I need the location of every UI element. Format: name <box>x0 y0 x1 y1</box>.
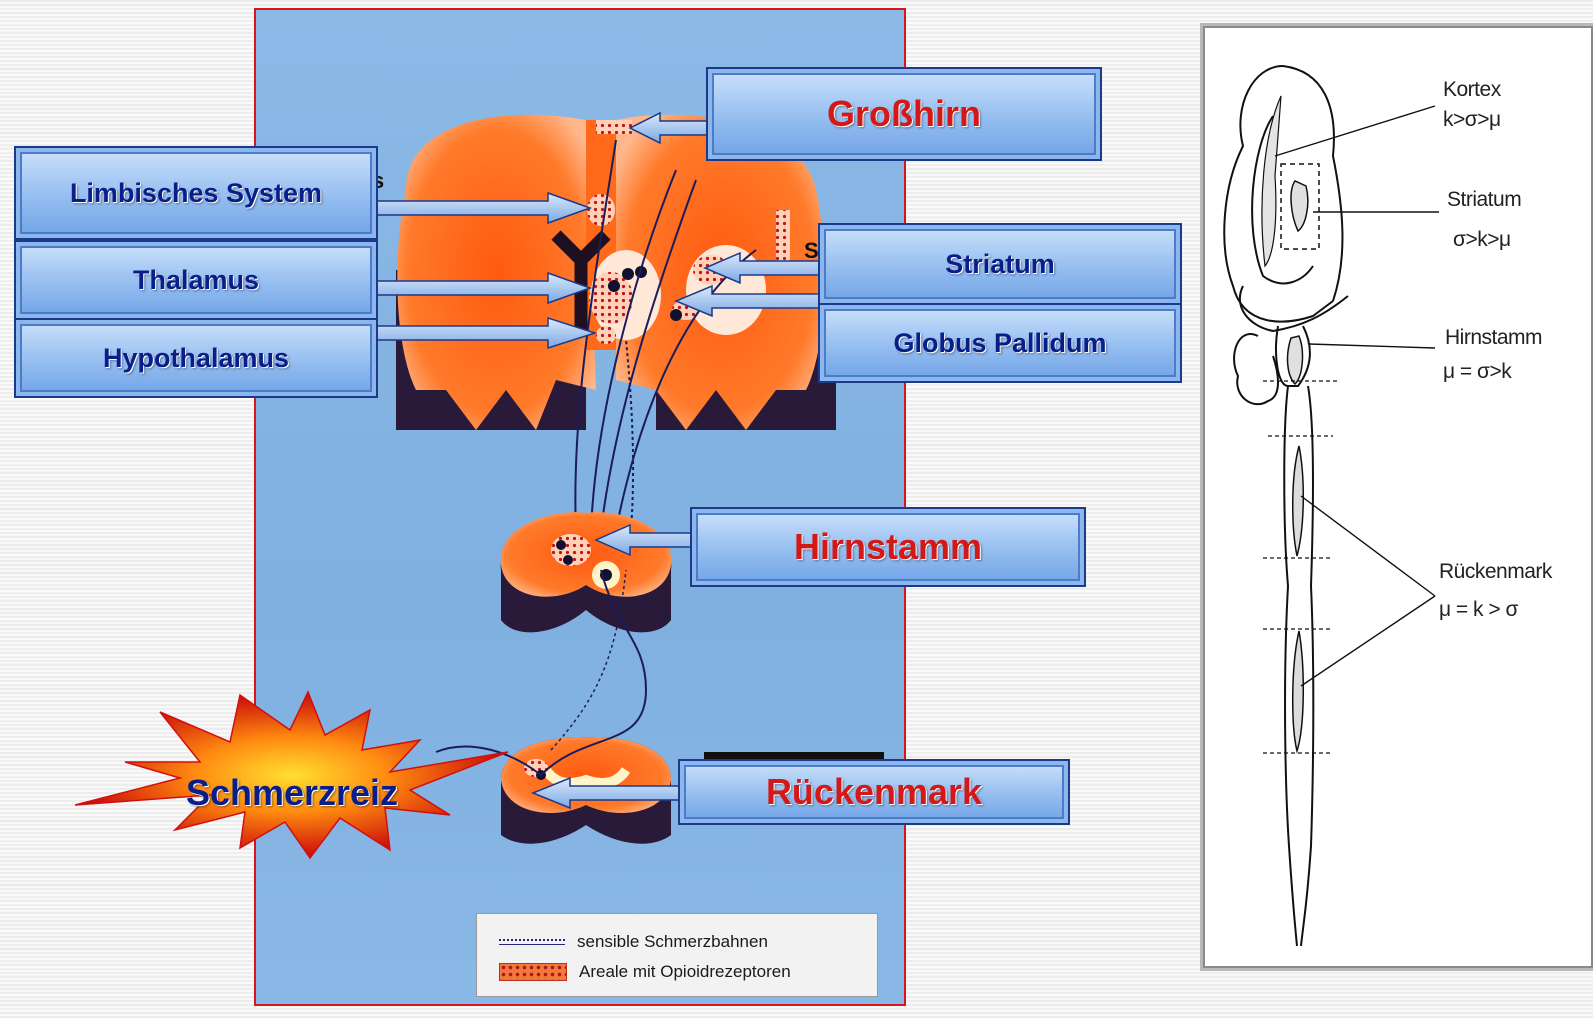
legend: sensible Schmerzbahnen Areale mit Opioid… <box>476 913 878 997</box>
rp-kortex: Kortex <box>1443 78 1501 102</box>
photo-letter-s-right: S <box>804 238 819 263</box>
brainstem-section <box>501 512 672 632</box>
legend-item-receptors: Areale mit Opioidrezeptoren <box>499 962 791 982</box>
legend-label-receptors: Areale mit Opioidrezeptoren <box>579 962 791 982</box>
rp-hirnstamm-rel: μ = σ>k <box>1443 360 1511 384</box>
rp-rueckenmark-rel: μ = k > σ <box>1439 598 1518 622</box>
label-striatum: Striatum <box>945 249 1055 280</box>
rp-rueckenmark: Rückenmark <box>1439 560 1552 584</box>
box-limbisches-system: Limbisches System <box>14 146 378 240</box>
label-thalamus: Thalamus <box>133 265 259 296</box>
schmerzreiz-label: Schmerzreiz <box>162 772 422 814</box>
cerebrum-section <box>396 115 836 530</box>
box-hypothalamus: Hypothalamus <box>14 318 378 398</box>
box-hirnstamm: Hirnstamm <box>690 507 1086 587</box>
legend-item-pathways: sensible Schmerzbahnen <box>499 932 768 952</box>
rp-striatum: Striatum <box>1447 188 1521 212</box>
rp-hirnstamm: Hirnstamm <box>1445 326 1542 350</box>
box-rueckenmark: Rückenmark <box>678 759 1070 825</box>
label-globus-pallidum: Globus Pallidum <box>893 328 1106 359</box>
box-thalamus: Thalamus <box>14 240 378 320</box>
box-striatum: Striatum <box>818 223 1182 305</box>
legend-label-pathways: sensible Schmerzbahnen <box>577 932 768 952</box>
legend-line-swatch <box>499 939 565 945</box>
box-grosshirn: Großhirn <box>706 67 1102 161</box>
label-hypothalamus: Hypothalamus <box>103 343 289 374</box>
legend-dots-swatch <box>499 963 567 981</box>
label-hirnstamm: Hirnstamm <box>794 526 982 568</box>
label-grosshirn: Großhirn <box>827 93 981 135</box>
label-rueckenmark: Rückenmark <box>766 771 982 813</box>
rp-kortex-rel: k>σ>μ <box>1443 108 1501 132</box>
box-globus-pallidum: Globus Pallidum <box>818 303 1182 383</box>
receptor-distribution-panel: Kortex k>σ>μ Striatum σ>k>μ Hirnstamm μ … <box>1200 23 1593 971</box>
rp-striatum-rel: σ>k>μ <box>1453 228 1511 252</box>
cns-outline-drawing <box>1203 26 1593 974</box>
label-limbisches-system: Limbisches System <box>70 178 322 209</box>
